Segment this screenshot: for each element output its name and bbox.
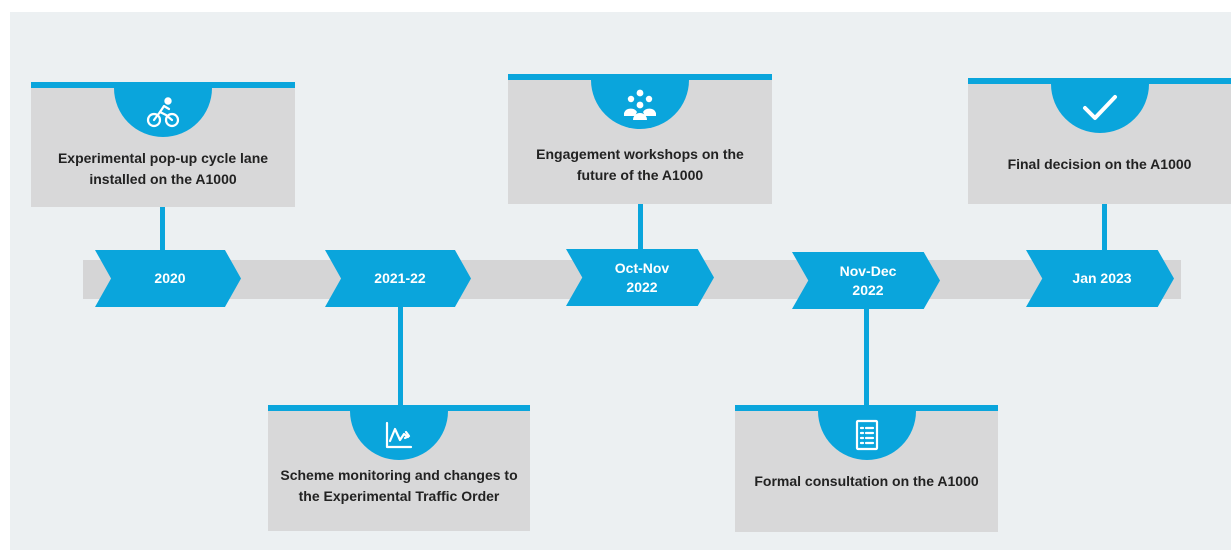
people-group-icon: [622, 87, 658, 121]
milestone-description: Scheme monitoring and changes to the Exp…: [280, 467, 518, 505]
milestone-card-jan-2023: Final decision on the A1000: [968, 78, 1231, 204]
icon-tab: [591, 79, 689, 129]
date-label: Jan 2023: [1072, 270, 1132, 287]
milestone-description: Experimental pop-up cycle lane installed…: [57, 150, 269, 188]
connector-oct-nov-2022: [638, 203, 643, 255]
milestone-card-nov-dec-2022: Formal consultation on the A1000: [735, 405, 998, 532]
connector-2020: [160, 206, 165, 261]
icon-tab: [114, 87, 212, 137]
date-label: Nov-Dec 2022: [839, 262, 897, 298]
milestone-date-jan-2023: Jan 2023: [1026, 250, 1174, 307]
date-label: Oct-Nov 2022: [614, 259, 670, 295]
icon-tab: [350, 410, 448, 460]
milestone-date-oct-nov-2022: Oct-Nov 2022: [566, 249, 714, 306]
milestone-card-2021-22: Scheme monitoring and changes to the Exp…: [268, 405, 530, 531]
milestone-card-2020: Experimental pop-up cycle lane installed…: [31, 82, 295, 207]
checkmark-icon: [1080, 93, 1120, 123]
milestone-description: Final decision on the A1000: [1007, 156, 1192, 172]
line-chart-icon: [383, 419, 415, 451]
bicycle-icon: [146, 95, 180, 129]
icon-tab: [817, 410, 916, 460]
document-list-icon: [853, 419, 881, 451]
milestone-card-oct-nov-2022: Engagement workshops on the future of th…: [508, 74, 772, 204]
milestone-description: Formal consultation on the A1000: [754, 473, 979, 489]
milestone-date-2020: 2020: [95, 250, 241, 307]
milestone-description: Engagement workshops on the future of th…: [536, 146, 744, 184]
icon-tab: [1050, 83, 1149, 133]
milestone-date-2021-22: 2021-22: [325, 250, 471, 307]
date-label: 2021-22: [374, 270, 426, 287]
connector-jan-2023: [1102, 204, 1107, 256]
connector-2021-22: [398, 305, 403, 405]
milestone-date-nov-dec-2022: Nov-Dec 2022: [792, 252, 940, 309]
date-label: 2020: [154, 270, 186, 287]
connector-nov-dec-2022: [864, 308, 869, 405]
